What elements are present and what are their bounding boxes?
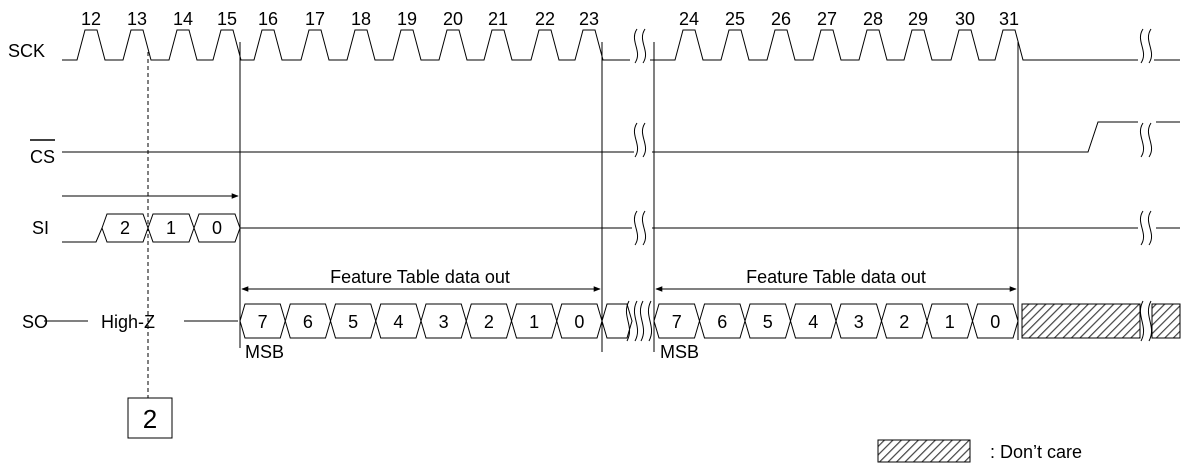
legend-dont-care-label: : Don’t care (990, 442, 1082, 462)
break-marks (625, 28, 1153, 342)
clock-number: 18 (351, 9, 371, 29)
break-mark (1139, 122, 1145, 158)
bit-label: 4 (393, 312, 403, 332)
break-mark (633, 122, 639, 158)
cs-label: CS (30, 147, 55, 167)
bit-label: 2 (120, 218, 130, 238)
so-dont-care-region (1021, 303, 1141, 339)
clock-number: 29 (908, 9, 928, 29)
bit-label: 6 (303, 312, 313, 332)
so-dont-care-tail (1151, 303, 1181, 339)
break-mark (641, 210, 647, 246)
clock-number: 27 (817, 9, 837, 29)
break-mark (633, 210, 639, 246)
clock-number: 24 (679, 9, 699, 29)
cs-waveform (62, 121, 1180, 153)
break-mark (625, 300, 631, 342)
break-mark (647, 300, 653, 342)
sck-waveform (62, 29, 1180, 61)
feature-table-label-b: Feature Table data out (746, 267, 926, 287)
msb-label-b: MSB (660, 342, 699, 362)
clock-number: 25 (725, 9, 745, 29)
legend-hatch-swatch (877, 439, 971, 463)
clock-number: 22 (535, 9, 555, 29)
sck-segment-a (62, 29, 630, 61)
bit-label: 3 (854, 312, 864, 332)
bit-label: 0 (990, 312, 1000, 332)
feature-table-label-a: Feature Table data out (330, 267, 510, 287)
break-mark (1147, 122, 1153, 158)
bit-label: 2 (484, 312, 494, 332)
bit-label: 7 (672, 312, 682, 332)
break-mark (1147, 210, 1153, 246)
break-mark (633, 28, 639, 64)
so-label: SO (22, 312, 48, 332)
bit-label: 7 (258, 312, 268, 332)
break-mark (641, 28, 647, 64)
bit-label: 0 (212, 218, 222, 238)
break-mark (1139, 300, 1145, 342)
so-waveform: 7 6 5 4 3 2 1 0 7 6 5 4 3 2 1 0 (239, 303, 1019, 339)
msb-label-a: MSB (245, 342, 284, 362)
break-mark (639, 300, 645, 342)
clock-number: 30 (955, 9, 975, 29)
clock-number: 13 (127, 9, 147, 29)
clock-number: 28 (863, 9, 883, 29)
bit-label: 4 (808, 312, 818, 332)
bit-label: 1 (166, 218, 176, 238)
clock-number: 15 (217, 9, 237, 29)
clock-number: 17 (305, 9, 325, 29)
break-mark (1139, 28, 1145, 64)
bit-label: 0 (574, 312, 584, 332)
clock-number: 16 (258, 9, 278, 29)
break-mark (1147, 28, 1153, 64)
clock-number: 26 (771, 9, 791, 29)
sck-segment-b (650, 29, 1138, 61)
bit-label: 1 (945, 312, 955, 332)
marker-label: 2 (143, 404, 157, 434)
clock-number: 20 (443, 9, 463, 29)
reference-lines (147, 42, 1019, 398)
break-mark (641, 122, 647, 158)
bit-cell (601, 303, 633, 339)
bit-label: 1 (529, 312, 539, 332)
bit-label: 2 (899, 312, 909, 332)
break-mark (1139, 210, 1145, 246)
clock-number: 23 (579, 9, 599, 29)
clock-numbers: 12 13 14 15 16 17 18 19 20 21 22 23 24 25 26 27 28 29 30 31 (81, 9, 1019, 29)
marker-box (127, 397, 173, 439)
bit-label: 6 (717, 312, 727, 332)
break-mark (633, 300, 639, 342)
break-mark (1147, 300, 1153, 342)
si-label: SI (32, 218, 49, 238)
clock-number: 19 (397, 9, 417, 29)
clock-number: 31 (999, 9, 1019, 29)
bit-cell (971, 303, 1019, 339)
sck-label: SCK (8, 41, 45, 61)
clock-number: 14 (173, 9, 193, 29)
clock-number: 12 (81, 9, 101, 29)
bit-label: 5 (348, 312, 358, 332)
bit-label: 3 (439, 312, 449, 332)
bit-label: 5 (763, 312, 773, 332)
clock-number: 21 (488, 9, 508, 29)
so-highz-label: High-Z (101, 312, 155, 332)
si-waveform: 2 1 0 (62, 213, 1180, 243)
